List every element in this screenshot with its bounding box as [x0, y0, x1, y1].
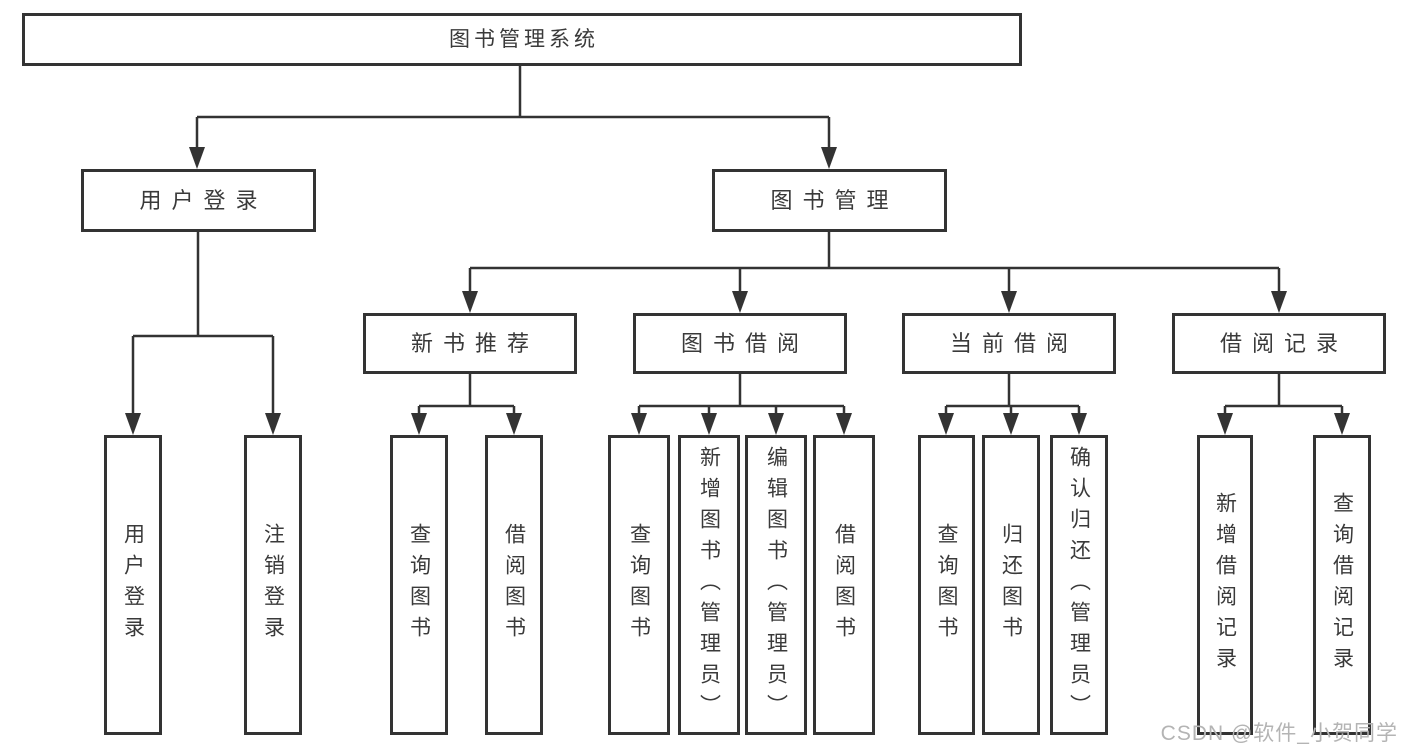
node-query-books-recommend: 查询图书 [390, 435, 448, 735]
connector-new-book-children [417, 374, 516, 416]
node-borrowing-records: 借阅记录 [1172, 313, 1386, 374]
node-query-books-borrowing: 查询图书 [608, 435, 670, 735]
node-confirm-return-admin: 确认归还（管理员） [1050, 435, 1108, 735]
node-library-system: 图书管理系统 [22, 13, 1022, 66]
node-logout-label: 注销登录 [261, 523, 285, 647]
node-edit-books-admin-label: 编辑图书（管理员） [764, 445, 788, 725]
node-edit-books-admin: 编辑图书（管理员） [745, 435, 807, 735]
connector-borrow-records-children [1223, 374, 1344, 416]
node-confirm-return-admin-label: 确认归还（管理员） [1067, 445, 1091, 725]
node-new-book-recommend: 新书推荐 [363, 313, 577, 374]
node-query-books-borrowing-label: 查询图书 [627, 523, 651, 647]
node-user-login-label: 用户登录 [121, 523, 145, 647]
node-borrow-books-borrowing-label: 借阅图书 [832, 523, 856, 647]
node-book-management: 图书管理 [712, 169, 947, 232]
node-query-books-current-label: 查询图书 [935, 523, 958, 647]
node-library-system-label: 图书管理系统 [449, 28, 599, 51]
connector-current-borrow-children [944, 374, 1081, 416]
connector-root-to-level2 [195, 66, 831, 150]
connector-user-login-children [131, 232, 275, 416]
node-user-login: 用户登录 [104, 435, 162, 735]
node-borrow-books-recommend-label: 借阅图书 [502, 523, 526, 647]
node-return-books: 归还图书 [982, 435, 1040, 735]
node-new-book-recommend-label: 新书推荐 [410, 330, 539, 356]
node-add-books-admin-label: 新增图书（管理员） [697, 445, 721, 725]
connector-book-mgmt-children [468, 232, 1281, 294]
node-query-borrow-record: 查询借阅记录 [1313, 435, 1371, 735]
node-add-borrow-record-label: 新增借阅记录 [1213, 492, 1237, 678]
node-book-borrowing: 图书借阅 [633, 313, 847, 374]
node-book-borrowing-label: 图书借阅 [680, 330, 809, 356]
node-logout: 注销登录 [244, 435, 302, 735]
arrowheads [125, 147, 1350, 435]
connector-book-borrow-children [637, 374, 846, 416]
node-user-login-group-label: 用户登录 [139, 187, 268, 213]
node-query-borrow-record-label: 查询借阅记录 [1330, 492, 1354, 678]
node-borrow-books-recommend: 借阅图书 [485, 435, 543, 735]
csdn-watermark: CSDN @软件_小贺同学 [1160, 722, 1398, 745]
node-borrow-books-borrowing: 借阅图书 [813, 435, 875, 735]
node-query-books-recommend-label: 查询图书 [407, 523, 431, 647]
node-query-books-current: 查询图书 [918, 435, 975, 735]
node-user-login-group: 用户登录 [81, 169, 316, 232]
node-book-management-label: 图书管理 [770, 187, 899, 213]
node-add-borrow-record: 新增借阅记录 [1197, 435, 1253, 735]
node-current-borrowing-label: 当前借阅 [949, 330, 1078, 356]
node-return-books-label: 归还图书 [999, 523, 1023, 647]
node-add-books-admin: 新增图书（管理员） [678, 435, 740, 735]
node-current-borrowing: 当前借阅 [902, 313, 1116, 374]
node-borrowing-records-label: 借阅记录 [1219, 330, 1348, 356]
